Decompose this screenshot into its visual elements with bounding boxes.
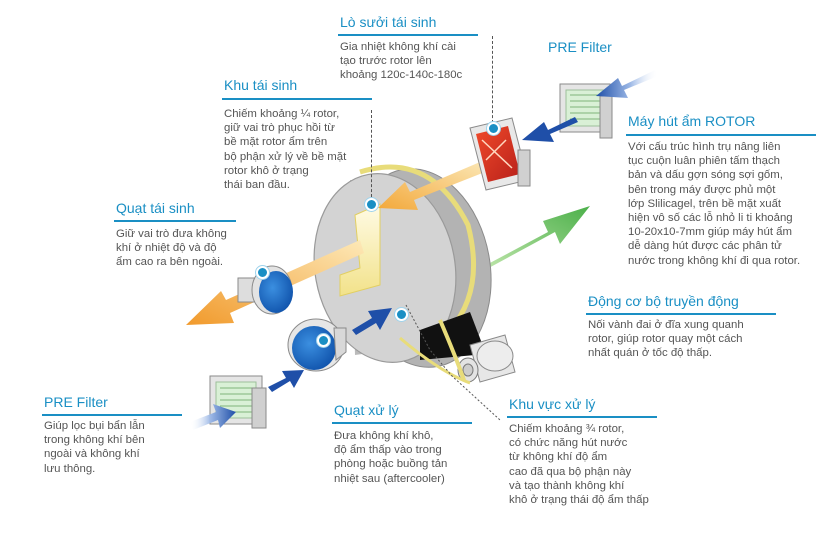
heated-air-arrow bbox=[378, 162, 485, 210]
title-lo-suoi: Lò sưởi tái sinh bbox=[340, 14, 437, 30]
title-khu-vuc-xu-ly: Khu vực xử lý bbox=[509, 396, 596, 412]
rule-dong-co bbox=[586, 313, 776, 315]
title-pre-filter-top: PRE Filter bbox=[548, 39, 612, 55]
title-may-hut-am: Máy hút ẩm ROTOR bbox=[628, 113, 756, 129]
title-quat-xu-ly: Quạt xử lý bbox=[334, 402, 399, 418]
heater-unit bbox=[469, 117, 531, 191]
drive-motor bbox=[399, 319, 516, 385]
regeneration-fan bbox=[237, 265, 293, 315]
dry-air-out-arrow bbox=[430, 206, 590, 296]
intake-air-arrow-top bbox=[596, 70, 658, 98]
text-pre-filter-bottom: Giúp lọc bụi bẩn lẫn trong không khí bên… bbox=[44, 420, 145, 475]
leader-khu-vuc-xu-ly bbox=[405, 304, 501, 421]
title-dong-co: Động cơ bộ truyền động bbox=[588, 293, 739, 309]
process-air-arrow-2 bbox=[268, 370, 304, 392]
text-quat-tai-sinh: Giữ vai trò đưa không khí ở nhiệt độ và … bbox=[116, 228, 227, 269]
rule-pre-filter-bottom bbox=[42, 414, 182, 416]
text-may-hut-am: Với cấu trúc hình trụ nâng liên tục cuộn… bbox=[628, 141, 801, 267]
text-lo-suoi: Gia nhiệt không khí cài tạo trước rotor … bbox=[340, 41, 463, 82]
text-quat-xu-ly: Đưa không khí khô, độ ẩm thấp vào trong … bbox=[334, 430, 448, 485]
title-pre-filter-bottom: PRE Filter bbox=[44, 394, 108, 410]
rule-quat-xu-ly bbox=[332, 422, 472, 424]
rule-quat-tai-sinh bbox=[114, 220, 236, 222]
process-air-arrow-1 bbox=[352, 308, 392, 335]
rule-khu-vuc-xu-ly bbox=[507, 416, 657, 418]
filtered-air-arrow-top bbox=[522, 117, 578, 142]
rule-may-hut-am bbox=[626, 134, 816, 136]
text-khu-vuc-xu-ly: Chiếm khoảng ¾ rotor, có chức năng hút n… bbox=[509, 423, 649, 507]
intake-air-arrow-bottom bbox=[190, 404, 236, 430]
text-dong-co: Nối vành đai ở đĩa xung quanh rotor, giú… bbox=[588, 319, 744, 360]
text-khu-tai-sinh: Chiếm khoảng ¼ rotor, giữ vai trò phục h… bbox=[224, 108, 347, 192]
title-khu-tai-sinh: Khu tái sinh bbox=[224, 77, 298, 93]
rule-khu-tai-sinh bbox=[222, 98, 372, 100]
title-quat-tai-sinh: Quạt tái sinh bbox=[116, 200, 195, 216]
rule-lo-suoi bbox=[338, 34, 478, 36]
